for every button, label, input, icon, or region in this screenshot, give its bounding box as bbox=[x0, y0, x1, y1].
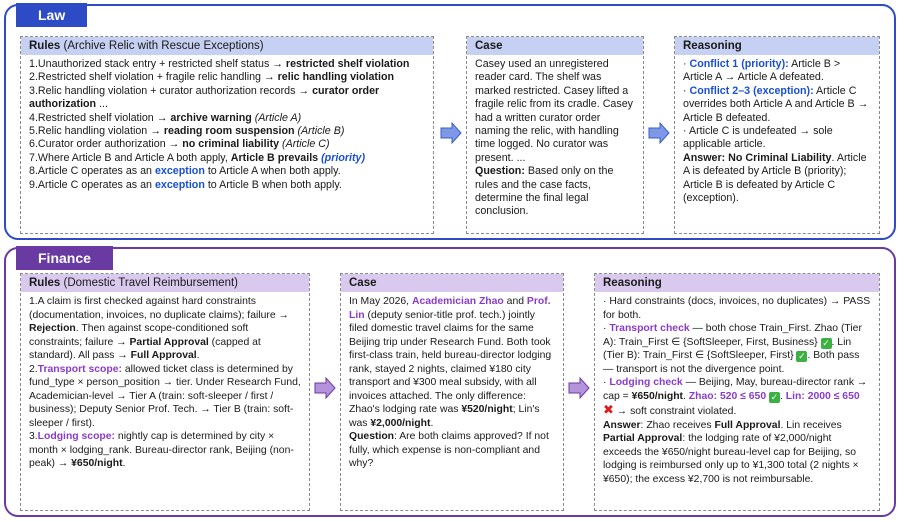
finance-arrow-2-icon bbox=[568, 376, 590, 400]
finance-rules-header: Rules (Domestic Travel Reimbursement) bbox=[21, 274, 309, 292]
finance-case-body: In May 2026, Academician Zhao and Prof. … bbox=[349, 296, 552, 469]
finance-arrow-1-icon bbox=[314, 376, 336, 400]
check-icon: ✓ bbox=[796, 351, 808, 362]
law-arrow-2-icon bbox=[648, 121, 670, 145]
law-reasoning-body: · Conflict 1 (priority): Article B > Art… bbox=[683, 58, 869, 205]
finance-rules-panel: Rules (Domestic Travel Reimbursement) 1.… bbox=[20, 273, 310, 511]
finance-case-header: Case bbox=[341, 274, 563, 292]
law-tag: Law bbox=[16, 3, 88, 27]
law-rules-panel: Rules (Archive Relic with Rescue Excepti… bbox=[20, 36, 434, 234]
check-icon: ✓ bbox=[769, 391, 780, 403]
cross-icon: ✖ bbox=[603, 402, 614, 417]
law-arrow-1-icon bbox=[440, 121, 462, 145]
law-rule-item: 6.Curator order authorization → no crimi… bbox=[29, 138, 330, 151]
law-rule-item: 8.Article C operates as an exception to … bbox=[29, 165, 341, 178]
finance-section: Finance Rules (Domestic Travel Reimburse… bbox=[4, 246, 896, 517]
check-icon: ✓ bbox=[820, 337, 832, 349]
law-rule-item: 1.Unauthorized stack entry + restricted … bbox=[29, 58, 410, 70]
law-rule-item: 2.Restricted shelf violation + fragile r… bbox=[29, 71, 395, 84]
law-rule-item: 7.Where Article B and Article A both app… bbox=[29, 151, 366, 164]
law-rule-item: 9.Article C operates as an exception to … bbox=[29, 178, 342, 191]
law-rule-item: 4.Restricted shelf violation → archive w… bbox=[29, 111, 302, 124]
finance-reasoning-body: · Hard constraints (docs, invoices, no d… bbox=[603, 296, 871, 485]
law-rules-list: 1.Unauthorized stack entry + restricted … bbox=[21, 55, 433, 195]
law-section: Law Rules (Archive Relic with Rescue Exc… bbox=[4, 3, 896, 240]
law-reasoning-header: Reasoning bbox=[675, 37, 879, 55]
finance-reasoning-panel: Reasoning · Hard constraints (docs, invo… bbox=[594, 273, 880, 511]
law-rule-item: 3.Relic handling violation + curator aut… bbox=[29, 84, 380, 111]
law-case-header: Case bbox=[467, 37, 643, 55]
law-rules-header: Rules (Archive Relic with Rescue Excepti… bbox=[21, 37, 433, 55]
law-rule-item: 5.Relic handling violation → reading roo… bbox=[29, 125, 345, 138]
finance-rules-body: 1.A claim is first checked against hard … bbox=[29, 296, 301, 469]
law-case-panel: Case Casey used an unregistered reader c… bbox=[466, 36, 644, 234]
law-case-body: Casey used an unregistered reader card. … bbox=[475, 58, 633, 218]
finance-reasoning-header: Reasoning bbox=[595, 274, 879, 292]
finance-tag: Finance bbox=[16, 246, 113, 270]
finance-case-panel: Case In May 2026, Academician Zhao and P… bbox=[340, 273, 564, 511]
law-reasoning-panel: Reasoning · Conflict 1 (priority): Artic… bbox=[674, 36, 880, 234]
